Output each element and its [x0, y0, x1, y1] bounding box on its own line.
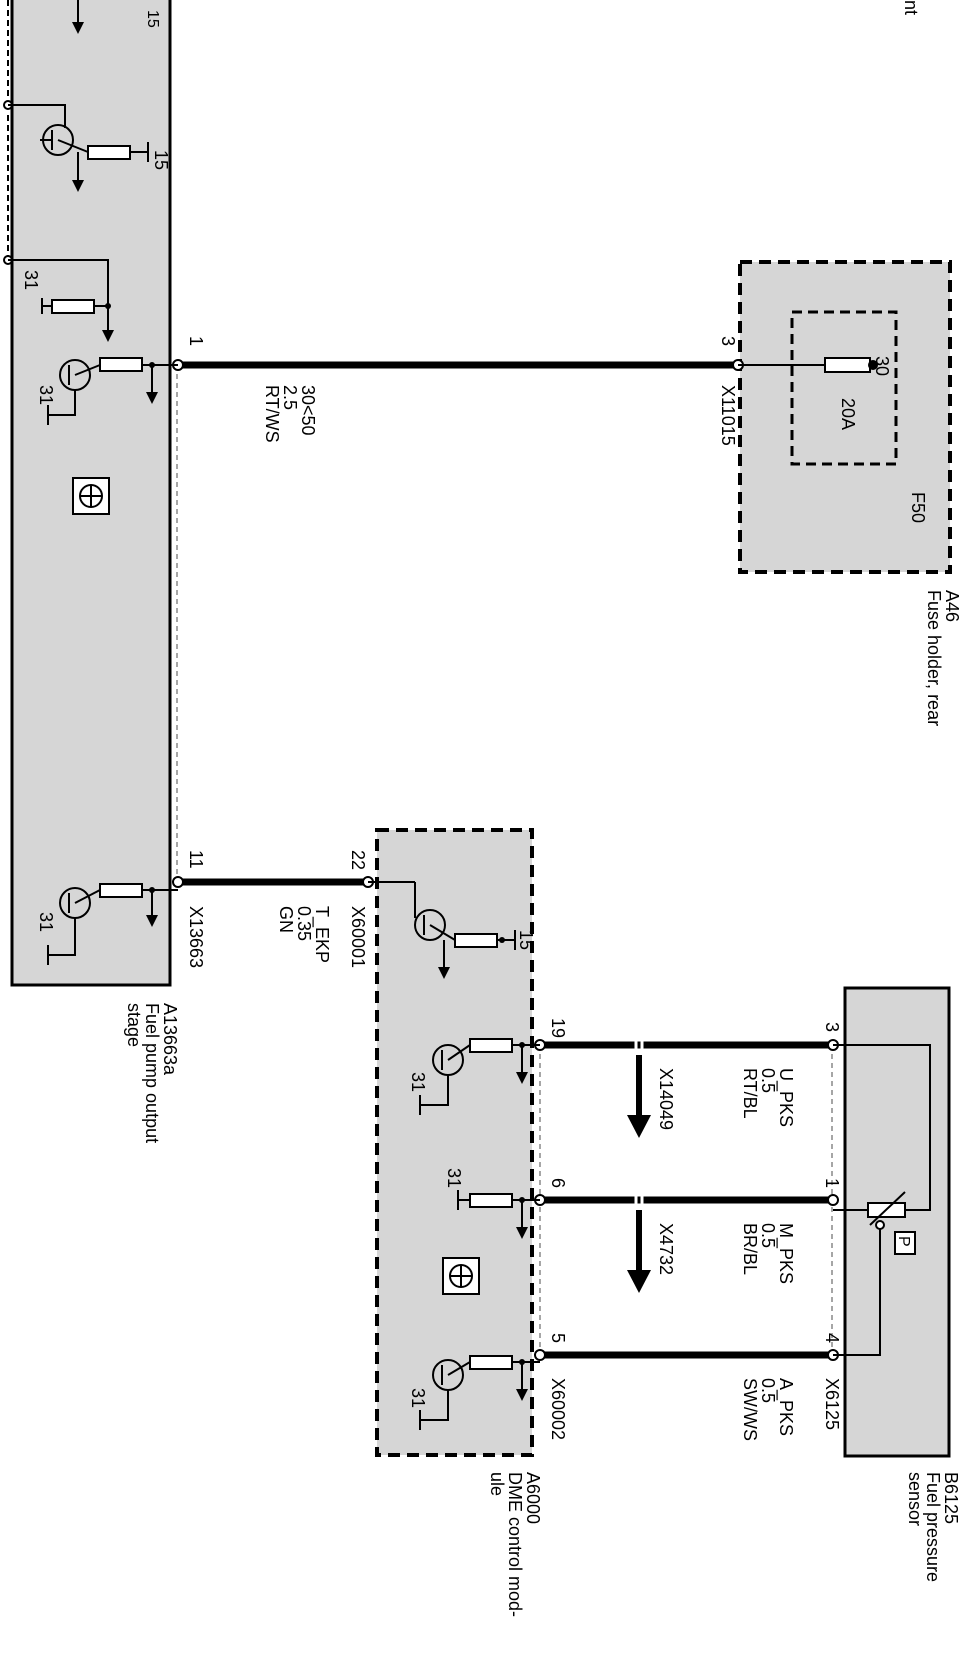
svg-text:31: 31 — [444, 1168, 464, 1188]
sensor-pin-4: 4 — [822, 1333, 842, 1343]
pin-22: 22 — [348, 850, 368, 870]
svg-text:2.5: 2.5 — [280, 385, 300, 410]
dme-control-symbol — [442, 1257, 480, 1295]
svg-text:DME control mod-: DME control mod- — [505, 1472, 525, 1617]
svg-text:M_PKS: M_PKS — [775, 1223, 796, 1284]
svg-text:A6000: A6000 — [523, 1472, 543, 1524]
svg-text:31: 31 — [408, 1388, 428, 1408]
connector-arrow-x4732 — [627, 1210, 651, 1293]
svg-text:P: P — [895, 1236, 912, 1247]
svg-text:Fuel pressure: Fuel pressure — [923, 1472, 943, 1582]
fp-transistor-pin11: 31 — [36, 883, 178, 965]
svg-text:Fuse holder, rear: Fuse holder, rear — [924, 590, 944, 726]
fuse-holder-box — [738, 260, 952, 574]
connector-x60001: X60001 — [348, 906, 368, 968]
fuse-f50-box — [790, 310, 898, 466]
svg-text:0.5: 0.5 — [758, 1223, 778, 1248]
fp-top-circuit: 15 — [72, 0, 161, 34]
svg-text:RT/WS: RT/WS — [262, 385, 282, 443]
wire-label-m-pks: M_PKS 0.5 BR/BL — [740, 1223, 796, 1284]
connector-x4732: X4732 — [656, 1223, 676, 1275]
svg-text:A46: A46 — [942, 590, 962, 622]
svg-text:0.35: 0.35 — [294, 906, 314, 941]
dme-resistor-pin6: 31 — [444, 1168, 540, 1239]
fp-resistor-31: 31 — [8, 259, 114, 342]
wire-label-u-pks: U_PKS 0.5 RT/BL — [740, 1068, 796, 1127]
wire-label-t-ekp: T_EKP 0.35 GN — [276, 906, 332, 963]
pin-6: 6 — [548, 1178, 568, 1188]
svg-text:U_PKS: U_PKS — [775, 1068, 796, 1127]
fuse-f50-symbol — [738, 357, 878, 373]
svg-text:B6125: B6125 — [941, 1472, 961, 1524]
fuse-id: F50 — [908, 492, 928, 523]
pin-1: 1 — [186, 336, 206, 346]
connector-x6125: X6125 — [822, 1378, 842, 1430]
fuel-pump-title: A13663a Fuel pump output stage — [124, 1003, 180, 1143]
svg-text:Fuel pump output: Fuel pump output — [142, 1003, 162, 1143]
dme-title: A6000 DME control mod- ule — [487, 1472, 543, 1617]
fuel-pressure-sensor-box — [843, 986, 951, 1458]
svg-text:31: 31 — [21, 270, 41, 290]
svg-text:SW/WS: SW/WS — [740, 1378, 760, 1441]
connector-marks — [634, 1038, 644, 1207]
wire-label-30-50: 30<50 2.5 RT/WS — [262, 385, 318, 443]
svg-text:30<50: 30<50 — [298, 385, 318, 436]
svg-text:ule: ule — [487, 1472, 507, 1496]
pin-5: 5 — [548, 1333, 568, 1343]
svg-text:T_EKP: T_EKP — [311, 906, 332, 963]
fp-transistor-pin1: 31 — [36, 357, 178, 425]
dme-transistor-pin5: 31 — [408, 1355, 540, 1430]
svg-text:31: 31 — [36, 385, 56, 405]
svg-text:RT/BL: RT/BL — [740, 1068, 760, 1119]
connector-x14049: X14049 — [656, 1068, 676, 1130]
svg-text:15: 15 — [516, 930, 536, 950]
sensor-pin-3: 3 — [822, 1022, 842, 1032]
svg-text:GN: GN — [276, 906, 296, 933]
sensor-potentiometer: P — [833, 1044, 931, 1356]
connector-x13663: X13663 — [186, 906, 206, 968]
svg-text:31: 31 — [408, 1072, 428, 1092]
svg-text:A13663a: A13663a — [160, 1003, 180, 1076]
sensor-title: B6125 Fuel pressure sensor — [905, 1472, 961, 1582]
wire-label-a-pks: A_PKS 0.5 SW/WS — [740, 1378, 796, 1441]
pin-19: 19 — [548, 1018, 568, 1038]
svg-text:stage: stage — [124, 1003, 144, 1047]
connector-arrow-x14049 — [627, 1055, 651, 1138]
top-cut-text: nt — [901, 0, 921, 15]
svg-text:A_PKS: A_PKS — [775, 1378, 796, 1436]
svg-text:0.5: 0.5 — [758, 1378, 778, 1403]
fuse-term-30: 30 — [872, 356, 892, 376]
dme-transistor-pin19: 31 — [408, 1038, 540, 1115]
svg-text:BR/BL: BR/BL — [740, 1223, 760, 1275]
dme-transistor-pin22: 15 — [368, 881, 536, 979]
sensor-pin-1: 1 — [822, 1178, 842, 1188]
svg-text:15: 15 — [151, 150, 171, 170]
pin-11: 11 — [186, 850, 206, 869]
svg-text:sensor: sensor — [905, 1472, 925, 1526]
svg-text:0.5: 0.5 — [758, 1068, 778, 1093]
connector-x60002: X60002 — [548, 1378, 568, 1440]
fuse-holder-title: A46 Fuse holder, rear — [924, 590, 962, 726]
svg-text:15: 15 — [144, 10, 161, 28]
svg-text:31: 31 — [36, 912, 56, 932]
connector-x11015: X11015 — [718, 385, 738, 446]
fp-control-symbol — [72, 477, 110, 515]
fuse-rating: 20A — [838, 398, 858, 430]
pin-3: 3 — [718, 336, 738, 346]
fp-transistor-15: 15 — [8, 104, 171, 192]
